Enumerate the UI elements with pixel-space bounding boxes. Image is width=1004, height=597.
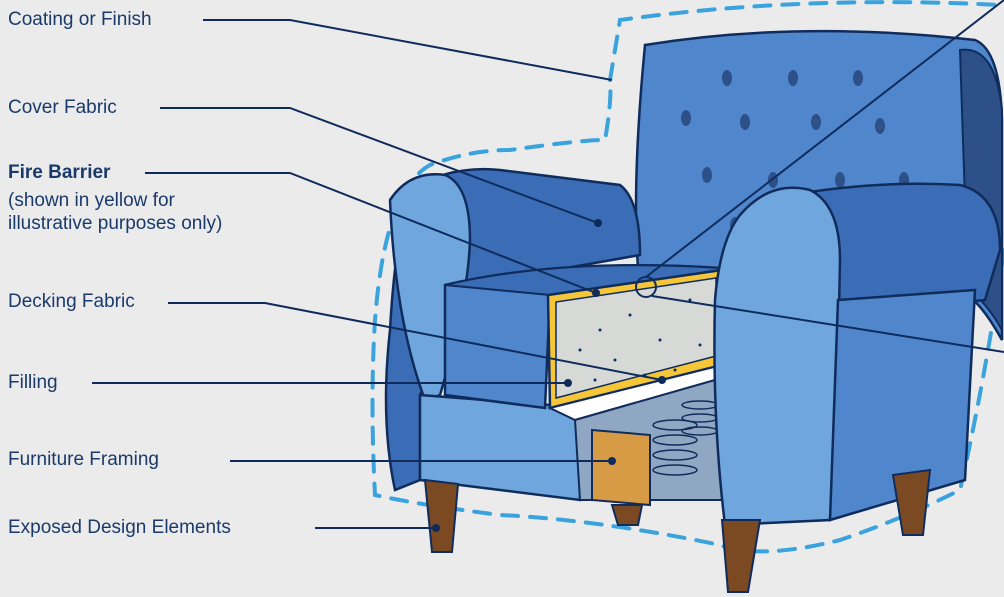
leg-front-left xyxy=(423,478,460,553)
label-cover-fabric: Cover Fabric xyxy=(8,97,117,118)
fire-barrier-note-line2: illustrative purposes only) xyxy=(8,213,223,234)
wood-frame xyxy=(591,428,651,507)
leg-front-right xyxy=(720,519,762,593)
fire-barrier-note-line1: (shown in yellow for xyxy=(8,190,175,211)
label-exposed-design-elements: Exposed Design Elements xyxy=(8,517,231,538)
label-filling: Filling xyxy=(8,372,58,393)
label-furniture-framing: Furniture Framing xyxy=(8,449,159,470)
leg-back-mid xyxy=(610,504,644,526)
label-decking-fabric: Decking Fabric xyxy=(8,291,135,312)
leader-dots xyxy=(432,219,666,532)
leg-back-right xyxy=(891,468,932,536)
right-arm-front xyxy=(713,186,842,527)
label-coating-or-finish: Coating or Finish xyxy=(8,9,152,30)
leader-lines xyxy=(92,0,1004,529)
right-side-panel xyxy=(828,288,977,522)
label-fire-barrier: Fire Barrier xyxy=(8,162,111,183)
